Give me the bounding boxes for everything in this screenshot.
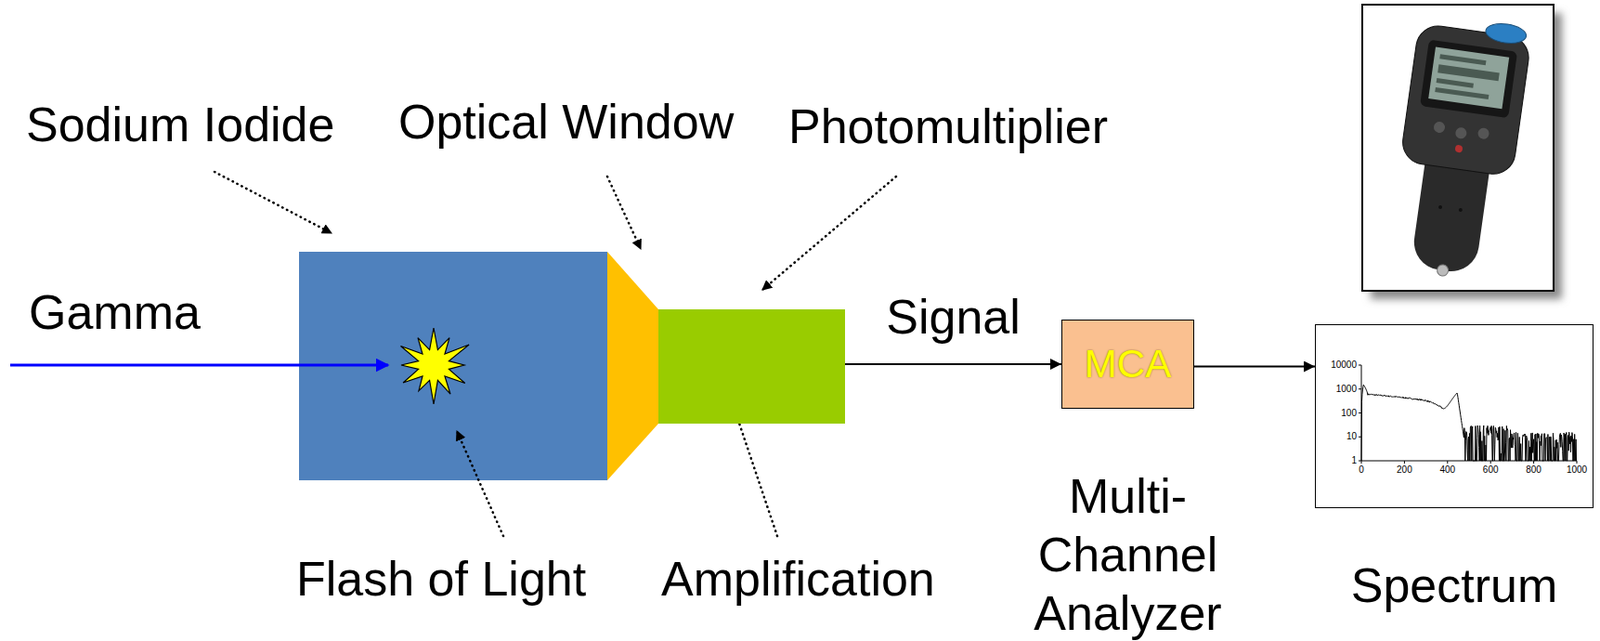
axis-tick [1358, 364, 1362, 366]
leader-line [607, 176, 641, 249]
part-label: Optical Window [398, 94, 734, 151]
axis-tick-label: 0 [1358, 464, 1365, 476]
spectrum-chart: Spectrum [1314, 324, 1594, 508]
axis-tick [1358, 436, 1362, 438]
detector-hole [1458, 208, 1464, 213]
axis-tick-label: 400 [1439, 464, 1456, 476]
part-label: Flash of Light [296, 551, 586, 608]
axis-tick [1358, 412, 1362, 414]
axis-tick-label: 800 [1525, 464, 1542, 476]
ray-label: Gamma [28, 285, 201, 341]
photo-frame [1362, 4, 1554, 291]
detector-led [1454, 144, 1463, 154]
light-flash [401, 327, 470, 404]
signal-arrow [1194, 365, 1315, 368]
axis-tick-label: 1 [1351, 455, 1357, 467]
part-label: Sodium Iodide [26, 97, 335, 154]
screen-line [1434, 87, 1489, 100]
detector-head [1400, 23, 1533, 178]
axis-tick [1358, 388, 1362, 390]
box-label: MCA [1084, 341, 1171, 387]
spectrum-plot [1358, 364, 1577, 464]
detector-screen [1428, 47, 1509, 110]
spectrum-curve [1361, 384, 1577, 461]
edge-label: Signal [882, 289, 1025, 346]
detector-cap [1484, 21, 1528, 46]
handheld-detector [1384, 12, 1534, 284]
detector-tip [1436, 263, 1450, 277]
axis-tick-label: 1000 [1336, 383, 1357, 395]
screen-line [1437, 64, 1500, 81]
part-label: Photomultiplier [788, 99, 1108, 156]
optical-window [607, 251, 659, 481]
detector-photo [1362, 4, 1562, 300]
axis-tick [1490, 460, 1492, 464]
detector-key [1432, 120, 1446, 134]
axis-tick-label: 10000 [1330, 359, 1357, 371]
signal-arrow [845, 363, 1062, 365]
axis-tick-label: 10 [1346, 430, 1357, 443]
axis-tick-label: 100 [1340, 407, 1357, 419]
screen-line [1439, 53, 1486, 66]
detector-key [1455, 127, 1469, 141]
box-caption: Spectrum [1351, 558, 1559, 614]
leader-line [456, 430, 504, 536]
analyzer-box: MCAMulti- Channel Analyzer [1061, 319, 1195, 409]
axis-tick [1404, 460, 1405, 464]
axis-tick-label: 1000 [1566, 464, 1587, 476]
detector-hole [1438, 205, 1444, 210]
photomultiplier-tube: Photomultiplier [658, 309, 846, 424]
axis-tick-label: 200 [1396, 464, 1413, 476]
axis-ticks [1358, 364, 1577, 464]
detector-key [1477, 127, 1491, 141]
axis-tick [1361, 460, 1363, 464]
gamma-ray [10, 364, 389, 367]
leader-line [214, 171, 332, 234]
screen-line [1436, 78, 1474, 89]
part-label: Amplification [661, 551, 936, 608]
axis-tick [1446, 460, 1448, 464]
axis-tick-label: 600 [1482, 464, 1499, 476]
leader-line [762, 176, 897, 290]
leader-lines [214, 171, 897, 536]
screen-bezel [1419, 39, 1518, 119]
box-caption: Multi- Channel Analyzer [1033, 467, 1222, 641]
